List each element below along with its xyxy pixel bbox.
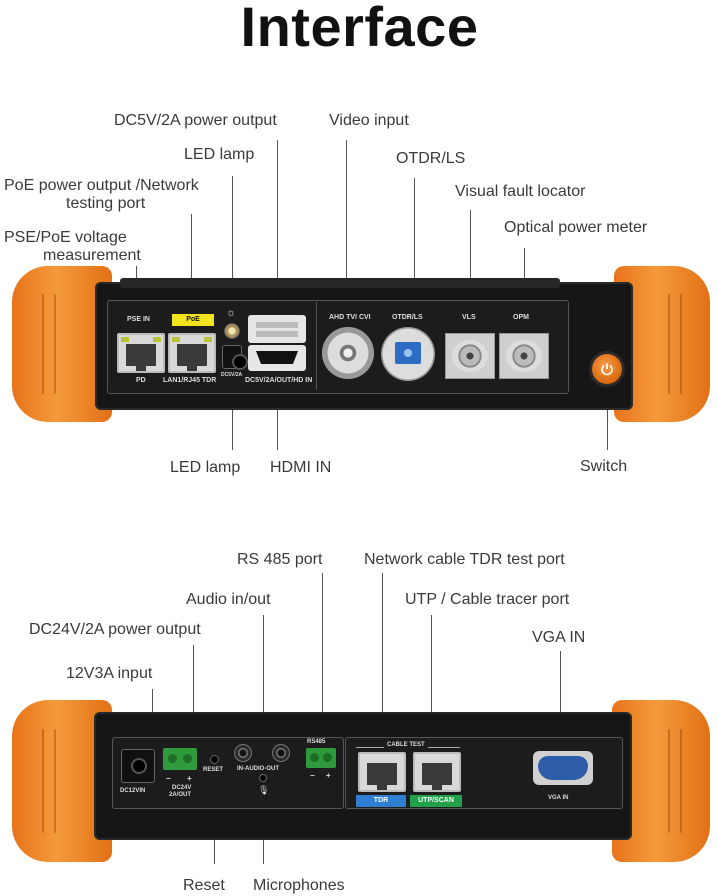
audio-out-jack[interactable]: [272, 744, 290, 762]
reset-button[interactable]: [210, 755, 219, 764]
leader-line: [277, 388, 278, 450]
label-switch: Switch: [580, 458, 628, 475]
dc24v-text-l1: DC24V: [172, 785, 192, 791]
label-reset: Reset: [183, 877, 225, 894]
utp-scan-port[interactable]: [413, 752, 461, 792]
label-dc5v-output: DC5V/2A power output: [114, 112, 277, 129]
dc-small-jack[interactable]: [222, 345, 248, 370]
audio-text: IN-AUDIO-OUT: [237, 766, 279, 772]
label-optical-power-meter: Optical power meter: [504, 219, 648, 236]
pse-in-text: PSE IN: [127, 316, 150, 323]
label-vga-in: VGA IN: [532, 629, 586, 646]
audio-in-jack[interactable]: [234, 744, 252, 762]
cable-test-text: CABLE TEST: [384, 742, 428, 748]
dc-small-text: DC5V/2A: [221, 372, 243, 378]
reset-text: RESET: [203, 767, 224, 773]
page-title: Interface: [240, 0, 479, 58]
label-pse-poe-line2: measurement: [43, 247, 141, 264]
led-lamp: [224, 323, 240, 339]
vls-text: VLS: [462, 314, 476, 321]
dc24v-terminal[interactable]: [163, 748, 197, 770]
leader-line: [560, 651, 561, 743]
leader-line: [232, 385, 233, 450]
label-microphones: Microphones: [253, 877, 345, 894]
minus-text: −: [310, 771, 315, 780]
label-dc24v-output: DC24V/2A power output: [29, 621, 201, 638]
leader-line: [431, 615, 432, 741]
label-poe-network-line2: testing port: [66, 195, 146, 212]
bnc-video-input[interactable]: [322, 327, 374, 379]
plus-text: +: [326, 771, 331, 780]
leader-line: [346, 140, 347, 280]
label-otdr-ls: OTDR/LS: [396, 150, 466, 167]
label-video-input: Video input: [329, 112, 409, 129]
dc24v-text-l2: 2A/OUT: [169, 792, 192, 798]
leader-line: [470, 210, 471, 290]
vga-in-text: VGA IN: [548, 795, 569, 801]
pse-in-port[interactable]: [117, 333, 165, 373]
label-rs485-port: RS 485 port: [237, 551, 323, 568]
leader-line: [524, 248, 525, 290]
power-icon: [601, 363, 613, 376]
divider: [316, 302, 317, 390]
opm-port[interactable]: [499, 333, 549, 379]
rs485-terminal[interactable]: [306, 748, 336, 768]
leader-line: [414, 178, 415, 288]
label-led-lamp-top: LED lamp: [184, 146, 255, 163]
label-led-lamp-bottom: LED lamp: [170, 459, 241, 476]
label-audio-in-out: Audio in/out: [186, 591, 271, 608]
pd-text: PD: [136, 377, 146, 384]
leader-line: [232, 176, 233, 304]
microphone: [259, 774, 267, 782]
label-pse-poe-line1: PSE/PoE voltage: [4, 229, 127, 246]
rs485-text: RS485: [307, 739, 326, 745]
label-utp-tracer: UTP / Cable tracer port: [405, 591, 570, 608]
leader-line: [263, 615, 264, 741]
plus-text: +: [187, 774, 192, 783]
leader-line: [191, 214, 192, 304]
leader-line: [607, 384, 608, 450]
label-hdmi-in: HDMI IN: [270, 459, 332, 476]
opm-text: OPM: [513, 314, 529, 321]
label-network-tdr: Network cable TDR test port: [364, 551, 565, 568]
microphone-icon: 🎙: [258, 785, 270, 795]
vga-port[interactable]: [533, 751, 593, 785]
otdr-text: OTDR/LS: [392, 314, 423, 321]
lamp-icon: ☼: [226, 307, 237, 319]
leader-line: [193, 645, 194, 745]
vls-port[interactable]: [445, 333, 495, 379]
dc12v-jack[interactable]: [121, 749, 155, 783]
lan-tdr-text: LAN1/RJ45 TDR: [163, 377, 217, 384]
lan-tdr-port[interactable]: [168, 333, 216, 373]
dc12vin-text: DC12VIN: [120, 788, 146, 794]
dc5v-hdmi-text: DC5V/2A/OUT/HD IN: [245, 377, 313, 384]
power-switch[interactable]: [592, 354, 622, 384]
minus-text: −: [166, 774, 171, 783]
hdmi-port[interactable]: [248, 345, 306, 371]
tdr-badge: TDR: [356, 795, 406, 807]
label-visual-fault-locator: Visual fault locator: [455, 183, 586, 200]
leader-line: [382, 573, 383, 741]
label-12v-input: 12V3A input: [66, 665, 153, 682]
label-poe-network-line1: PoE power output /Network: [4, 177, 199, 194]
top-ridge: [120, 278, 560, 288]
otdr-port[interactable]: [381, 327, 435, 381]
ahd-text: AHD TVI CVI: [329, 314, 371, 321]
poe-badge: PoE: [172, 314, 214, 326]
leader-line: [277, 140, 278, 300]
tdr-port[interactable]: [358, 752, 406, 792]
utp-scan-badge: UTP/SCAN: [410, 795, 462, 807]
usb-port[interactable]: [248, 315, 306, 343]
leader-line: [322, 573, 323, 735]
